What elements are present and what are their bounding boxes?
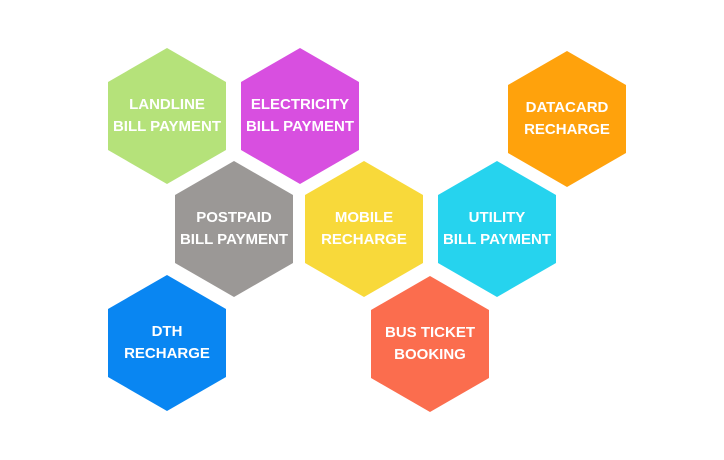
hex-tile-utility[interactable]: UTILITY BILL PAYMENT bbox=[438, 161, 556, 297]
hex-label-utility-line-1: UTILITY bbox=[469, 209, 526, 226]
hex-shape-utility bbox=[438, 161, 556, 297]
hex-tile-postpaid[interactable]: POSTPAID BILL PAYMENT bbox=[175, 161, 293, 297]
hex-shape-datacard bbox=[508, 51, 626, 187]
hex-label-mobile-line-1: MOBILE bbox=[335, 209, 393, 226]
hex-shape-electricity bbox=[241, 48, 359, 184]
hex-label-dth-line-1: DTH bbox=[152, 323, 183, 340]
hex-label-postpaid-line-2: BILL PAYMENT bbox=[180, 231, 288, 248]
hex-shape-mobile bbox=[305, 161, 423, 297]
hex-tile-datacard[interactable]: DATACARD RECHARGE bbox=[508, 51, 626, 187]
hex-label-bus-ticket-line-2: BOOKING bbox=[394, 346, 466, 363]
hex-shape-landline bbox=[108, 48, 226, 184]
hex-shape-dth bbox=[108, 275, 226, 411]
hex-tile-electricity[interactable]: ELECTRICITY BILL PAYMENT bbox=[241, 48, 359, 184]
hex-label-mobile-line-2: RECHARGE bbox=[321, 231, 407, 248]
hex-tile-landline[interactable]: LANDLINE BILL PAYMENT bbox=[108, 48, 226, 184]
hex-shape-postpaid bbox=[175, 161, 293, 297]
hex-tile-bus-ticket[interactable]: BUS TICKET BOOKING bbox=[371, 276, 489, 412]
hex-label-landline-line-1: LANDLINE bbox=[129, 96, 205, 113]
hex-tile-mobile[interactable]: MOBILE RECHARGE bbox=[305, 161, 423, 297]
hex-label-electricity-line-2: BILL PAYMENT bbox=[246, 118, 354, 135]
hex-label-dth-line-2: RECHARGE bbox=[124, 345, 210, 362]
hex-label-bus-ticket-line-1: BUS TICKET bbox=[385, 324, 475, 341]
hex-label-postpaid-line-1: POSTPAID bbox=[196, 209, 272, 226]
hex-label-datacard-line-2: RECHARGE bbox=[524, 121, 610, 138]
hex-label-electricity-line-1: ELECTRICITY bbox=[251, 96, 349, 113]
hex-label-utility-line-2: BILL PAYMENT bbox=[443, 231, 551, 248]
hex-shape-bus-ticket bbox=[371, 276, 489, 412]
hex-label-datacard-line-1: DATACARD bbox=[526, 99, 609, 116]
hex-tile-dth[interactable]: DTH RECHARGE bbox=[108, 275, 226, 411]
hex-label-landline-line-2: BILL PAYMENT bbox=[113, 118, 221, 135]
